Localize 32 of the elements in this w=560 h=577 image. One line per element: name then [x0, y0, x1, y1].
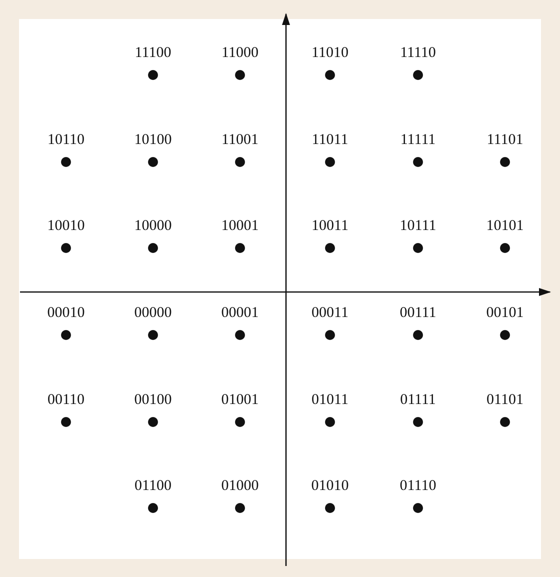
bit-label: 10100: [134, 132, 172, 148]
bit-label: 00000: [134, 305, 172, 321]
bit-label: 10010: [47, 218, 85, 234]
bit-label: 11100: [134, 45, 172, 61]
bit-label: 00010: [47, 305, 85, 321]
bit-label: 01110: [400, 478, 436, 494]
bit-label: 00100: [134, 392, 172, 408]
bit-label: 11110: [400, 45, 436, 61]
bit-label: 11101: [486, 132, 524, 148]
bit-label: 10101: [486, 218, 524, 234]
bit-label: 01011: [312, 392, 348, 408]
bit-label: 01010: [311, 478, 349, 494]
bit-label: 10111: [400, 218, 436, 234]
bit-label: 11000: [222, 45, 258, 61]
bit-label: 01001: [221, 392, 259, 408]
bit-label: 01100: [134, 478, 172, 494]
bit-label: 10000: [134, 218, 172, 234]
bit-label: 11111: [400, 132, 436, 148]
bit-label: 00101: [486, 305, 524, 321]
bit-label: 11011: [312, 132, 348, 148]
bit-label: 00110: [48, 392, 84, 408]
bit-label: 10011: [312, 218, 348, 234]
bit-label: 11001: [222, 132, 258, 148]
bit-label: 00111: [400, 305, 436, 321]
bit-label: 00011: [312, 305, 348, 321]
bit-label: 10001: [221, 218, 259, 234]
bit-label: 01101: [486, 392, 524, 408]
bit-label: 10110: [48, 132, 84, 148]
bit-label: 11010: [312, 45, 348, 61]
bit-label: 00001: [221, 305, 259, 321]
bit-label: 01000: [221, 478, 259, 494]
bit-label: 01111: [400, 392, 436, 408]
